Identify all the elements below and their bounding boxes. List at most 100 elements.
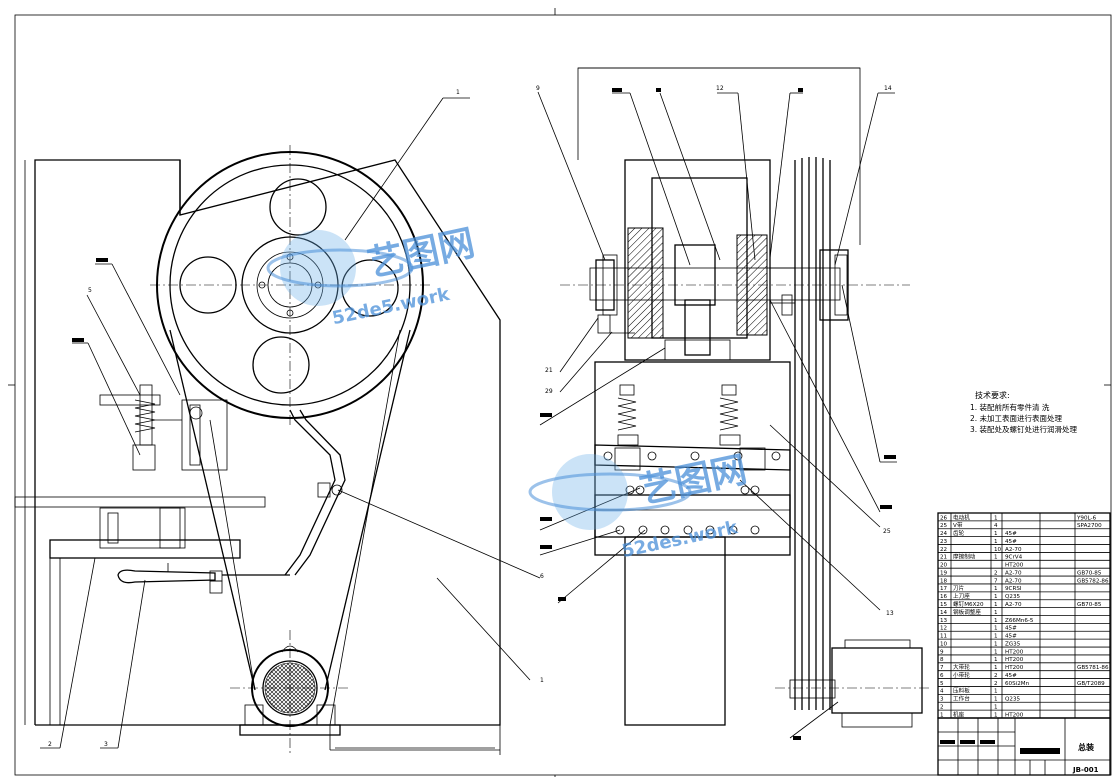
bom-row-material: Z66Mn6-5 [1005,618,1034,624]
bom-row-qty: 1 [994,618,998,624]
bom-row-no: 17 [940,586,948,592]
bolt-row [615,525,760,535]
bom-row-no: 8 [940,657,944,663]
bom-row-qty: 2 [994,673,998,679]
balloon-mark-h [540,545,552,549]
bom-row-name: 机座 [953,710,965,718]
bom-row-no: 9 [940,649,944,655]
balloon-21: 21 [545,367,553,374]
watermark-top-cn: 艺图网 [364,223,478,286]
balloon-3: 3 [104,741,108,748]
bom-row-no: 11 [940,634,948,640]
bom-row-qty: 1 [994,626,998,632]
bom-row-material: 45# [1005,673,1017,679]
bom-row-no: 24 [940,531,948,537]
balloon-6: 6 [540,573,544,580]
bom-row-qty: 1 [994,665,998,671]
bom-row-note: GB5782-86 [1077,578,1109,584]
balloon-mark-g [540,517,552,521]
bom-row-qty: 1 [994,705,998,711]
bom-row-name: 上刀座 [953,592,970,600]
balloon-25: 25 [883,528,891,535]
bom-row-no: 5 [940,681,944,687]
bom-row-name: V带 [953,522,963,529]
bom-row-name: 小带轮 [953,671,970,679]
motor-pulley [230,630,350,755]
bom-row-no: 21 [940,555,948,561]
side-view: 9 12 14 21 29 25 [536,67,930,740]
bom-row-qty: 1 [994,657,998,663]
bom-row-no: 23 [940,539,948,545]
balloon-13: 13 [886,610,894,617]
bom-row-name: 摩擦制动 [953,553,976,561]
bom-row-no: 3 [940,697,944,703]
balloon-mark-c [612,88,622,92]
balloon-14: 14 [884,85,892,92]
title-block-title: 总装 [1078,742,1094,752]
watermark-top: 艺图网 52de5.work [266,223,478,329]
balloon-mark-b [72,338,84,342]
balloon-mark-f [540,413,552,417]
bom-row-name: 齿轮 [953,529,965,537]
bom-row-qty: 1 [994,555,998,561]
tb-mark-d [940,740,955,744]
bom-row-no: 18 [940,578,948,584]
bom-row-material: HT200 [1005,649,1024,655]
bom-row-material: 45# [1005,634,1017,640]
bom-row-name: 大带轮 [953,663,970,671]
tech-notes-heading: 技术要求: [975,390,1010,400]
bom-row-qty: 1 [994,539,998,545]
bom-row-qty: 1 [994,649,998,655]
sheet-border [8,8,1112,777]
bom-row-material: 9CRSI [1005,586,1022,592]
bom-row-no: 26 [940,515,948,521]
bom-row-material: Q235 [1005,594,1021,600]
bom-row-qty: 1 [994,712,998,718]
bom-row-name: 钢板调整座 [953,608,981,616]
spring-assembly [99,384,228,471]
tech-note-1: 1. 装配前所有零件清 洗 [970,402,1050,412]
bom-row-no: 4 [940,689,944,695]
bom-row-material: HT200 [1005,712,1024,718]
belt-strands [794,157,831,710]
bom-row-qty: 1 [994,602,998,608]
bom-row-note: SPA2700 [1077,523,1102,529]
technical-requirements: 技术要求: 1. 装配前所有零件清 洗 2. 未加工表面进行表面处理 3. 装配… [970,390,1078,434]
bom-row-material: 45# [1005,626,1017,632]
front-view: 1 5 6 1 2 3 [14,89,544,755]
balloon-9: 9 [536,85,540,92]
bom-row-name: 电动机 [953,513,970,521]
bom-row-no: 6 [940,673,944,679]
balloon-12: 12 [716,85,724,92]
bom-row-name: 螺钉M6X20 [953,600,984,608]
bom-row-no: 16 [940,594,948,600]
hand-lever [117,563,290,594]
bom-row-qty: 1 [994,531,998,537]
bom-row-qty: 1 [994,594,998,600]
bom-row-qty: 1 [994,641,998,647]
bom-row-material: HT200 [1005,665,1024,671]
tb-mark-b [960,740,975,744]
bom-row-material: Q235 [1005,697,1021,703]
balloon-mark-i [558,597,566,601]
bom-row-qty: 2 [994,570,998,576]
bom-row-qty: 1 [994,610,998,616]
bom-row-no: 7 [940,665,944,671]
side-springs [617,384,741,446]
bom-row-material: 45# [1005,531,1017,537]
bom-row-material: A2-70 [1005,547,1022,553]
bom-row-material: ZG35 [1005,641,1021,647]
balloon-mark-k [880,505,892,509]
bom-row-no: 1 [940,712,944,718]
tb-mark-a [1020,748,1060,754]
balloon-mark-j [884,455,896,459]
bom-row-no: 25 [940,523,948,529]
bom-row-no: 19 [940,570,948,576]
title-block: 总装 JB-001 [937,717,1111,776]
balloon-5: 5 [88,287,92,294]
balloon-mark-e [798,88,803,92]
bom-row-material: HT200 [1005,563,1024,569]
bom-row-qty: 10 [994,547,1002,553]
bom-row-qty: 1 [994,515,998,521]
bom-row-material: HT200 [1005,657,1024,663]
